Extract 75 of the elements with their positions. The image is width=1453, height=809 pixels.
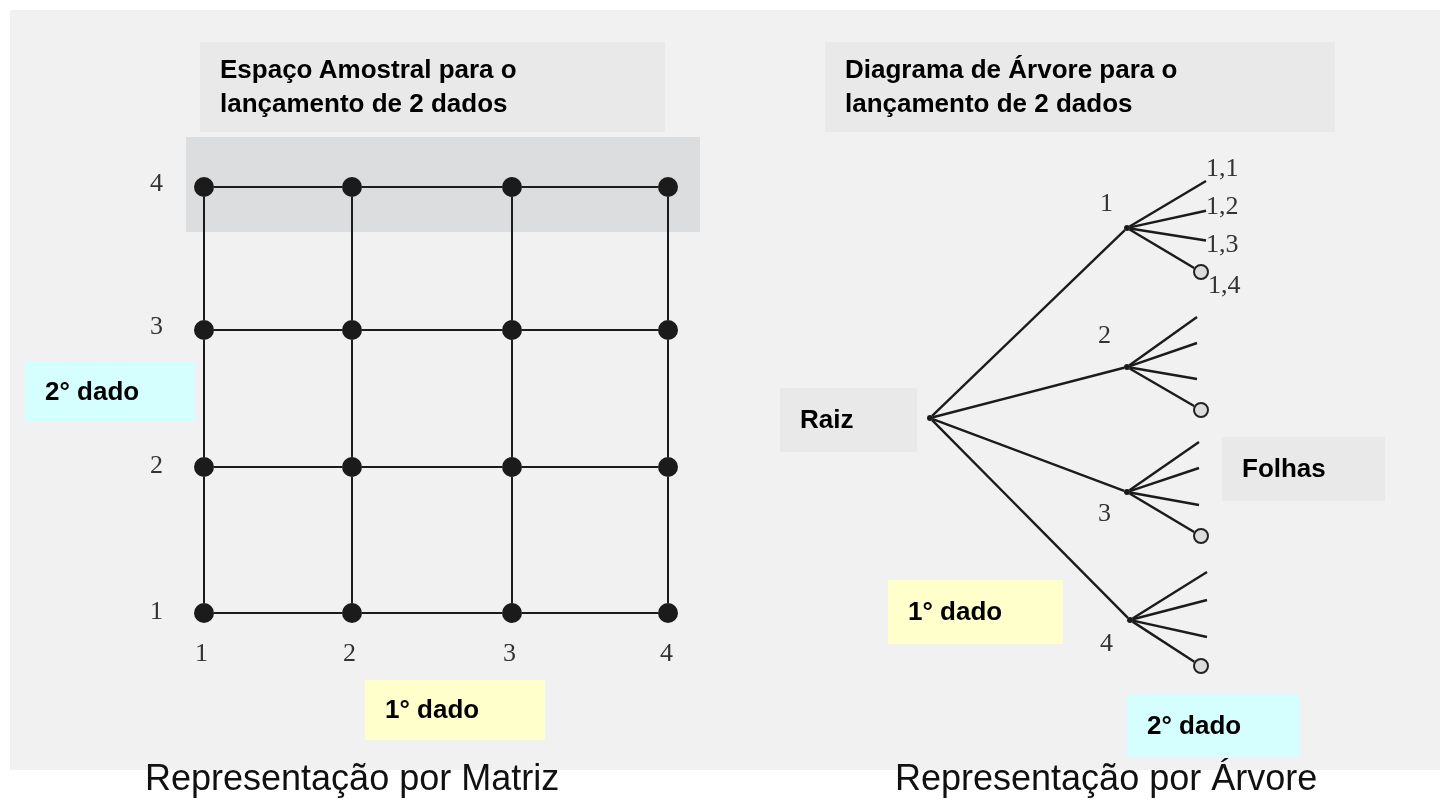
branch-point [1124, 364, 1130, 370]
grid-line [213, 329, 343, 331]
branch-line [1129, 491, 1200, 507]
grid-line [351, 196, 353, 321]
branch-line [1129, 367, 1195, 407]
axis-number: 2 [150, 452, 163, 478]
branch-point [1124, 489, 1130, 495]
branch-line [1132, 598, 1208, 621]
grid-line [351, 339, 353, 458]
grid-line [361, 186, 503, 188]
grid-line [667, 196, 669, 321]
title-box: Espaço Amostral para o lançamento de 2 dados [200, 42, 665, 132]
axis-number: 4 [660, 640, 673, 666]
branch-line [1129, 366, 1198, 381]
branch-line [931, 229, 1126, 417]
branch-number: 1 [1100, 190, 1113, 216]
axis-number: 3 [503, 640, 516, 666]
branch-line [1128, 492, 1195, 533]
grid-line [213, 466, 343, 468]
branch-line [1128, 180, 1207, 228]
axis-label-box: 2° dado [1127, 695, 1300, 757]
grid-line [203, 476, 205, 604]
branch-line [1129, 466, 1200, 493]
branch-number: 4 [1100, 630, 1113, 656]
grid-line [213, 612, 343, 614]
branch-point [927, 415, 933, 421]
grid-line [521, 186, 659, 188]
title-box: Diagrama de Árvore para o lançamento de 2 dados [825, 42, 1335, 132]
branch-line [931, 419, 1129, 619]
axis-number: 4 [150, 170, 163, 196]
branch-line [932, 366, 1125, 419]
caption: Representação por Matriz [145, 760, 560, 796]
branch-number: 3 [1098, 500, 1111, 526]
branch-line [1131, 620, 1195, 663]
grid-line [213, 186, 343, 188]
branch-line [1128, 228, 1195, 269]
axis-number: 2 [343, 640, 356, 666]
grid-line [511, 196, 513, 321]
axis-label-box: 1° dado [365, 680, 545, 740]
grid-line [361, 329, 503, 331]
axis-number: 1 [150, 598, 163, 624]
caption: Representação por Árvore [895, 760, 1318, 796]
axis-number: 3 [150, 313, 163, 339]
grid-line [351, 476, 353, 604]
leaves-label-box: Folhas [1222, 437, 1385, 501]
grid-line [361, 466, 503, 468]
leaf-label: 1,3 [1206, 230, 1250, 258]
branch-line [932, 417, 1125, 493]
grid-line [521, 329, 659, 331]
branch-line [1128, 316, 1198, 367]
root-label-box: Raiz [780, 388, 917, 452]
grid-line [203, 339, 205, 458]
branch-line [1128, 441, 1200, 492]
leaf-label: 1,1 [1206, 154, 1250, 182]
branch-point [1127, 617, 1133, 623]
axis-number: 1 [195, 640, 208, 666]
axis-label-box: 2° dado [25, 362, 195, 422]
grid-line [667, 339, 669, 458]
branch-line [1129, 209, 1207, 229]
leaf-label: 1,4 [1208, 272, 1241, 298]
branch-line [1129, 227, 1207, 242]
grid-line [511, 339, 513, 458]
leaf-label: 1,2 [1206, 192, 1250, 220]
grid-line [203, 196, 205, 321]
axis-label-box: 1° dado [888, 580, 1063, 644]
branch-line [1131, 571, 1208, 620]
grid-line [361, 612, 503, 614]
branch-line [1132, 619, 1208, 639]
grid-line [667, 476, 669, 604]
branch-number: 2 [1098, 322, 1111, 348]
branch-line [1129, 341, 1198, 368]
grid-line [511, 476, 513, 604]
branch-point [1124, 225, 1130, 231]
grid-line [521, 466, 659, 468]
grid-line [521, 612, 659, 614]
